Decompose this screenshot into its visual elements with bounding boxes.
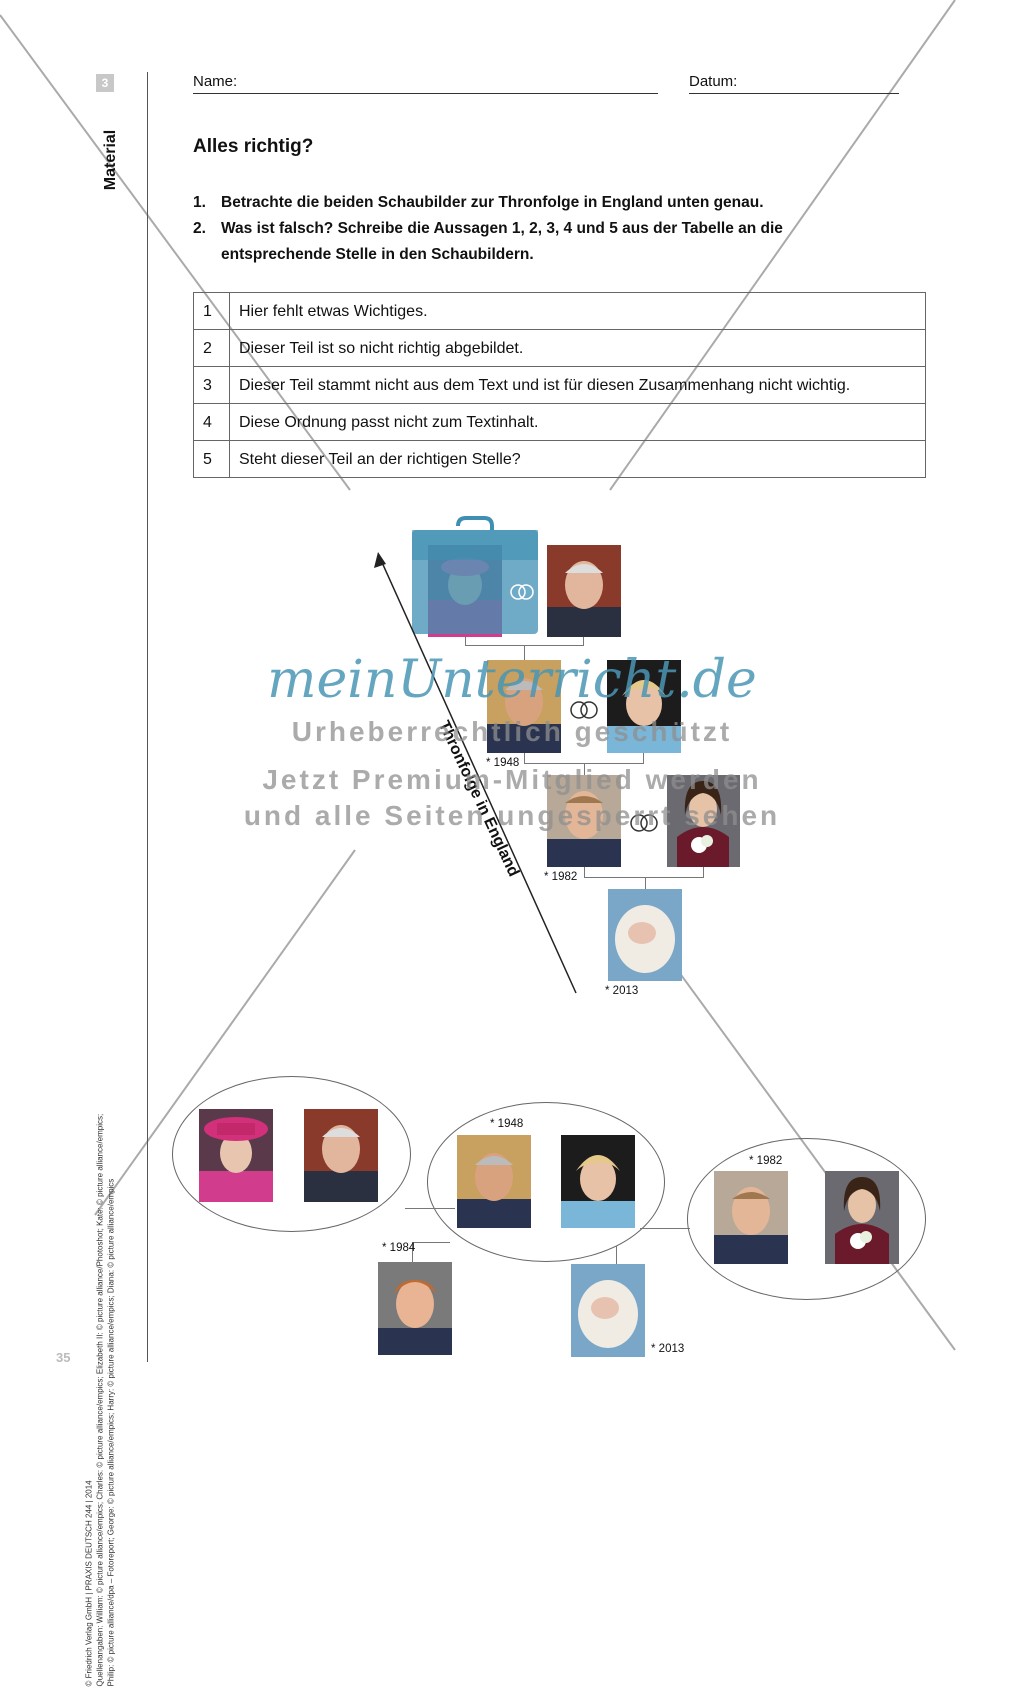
year-william: * 1982 — [544, 871, 578, 883]
photo-harry — [378, 1262, 452, 1355]
name-line[interactable] — [193, 93, 658, 94]
worksheet-title: Alles richtig? — [193, 136, 314, 157]
year-harry: * 1984 — [382, 1242, 416, 1254]
marriage-rings-icon — [630, 814, 658, 832]
photo-george — [571, 1264, 645, 1357]
photo-philip — [304, 1109, 378, 1202]
bag-icon — [412, 516, 538, 634]
photo-kate — [825, 1171, 899, 1264]
watermark-line-1: Urheberrechtlich geschützt — [291, 716, 733, 747]
photo-queen — [199, 1109, 273, 1202]
page-number: 35 — [56, 1350, 71, 1365]
page-marker: 3 — [96, 74, 114, 92]
photo-william — [547, 775, 621, 867]
year-george: * 2013 — [651, 1343, 685, 1355]
marriage-rings-icon — [570, 701, 598, 719]
photo-charles — [487, 660, 561, 753]
task-1: 1.Betrachte die beiden Schaubilder zur T… — [193, 194, 764, 211]
group-parents — [427, 1102, 665, 1262]
photo-george — [608, 889, 682, 981]
date-line[interactable] — [689, 93, 899, 94]
year-charles: * 1948 — [490, 1118, 524, 1130]
margin-rule — [147, 72, 148, 1362]
year-george: * 2013 — [605, 985, 639, 997]
date-label: Datum: — [689, 73, 738, 90]
task-2: 2.Was ist falsch? Schreibe die Aussagen … — [193, 220, 783, 263]
photo-philip — [547, 545, 621, 637]
watermark-line-2: Jetzt Premium-Mitglied werden — [262, 764, 762, 795]
watermark-line-3: und alle Seiten ungesperrt sehen — [243, 800, 781, 831]
photo-charles — [457, 1135, 531, 1228]
section-label: Material — [102, 129, 119, 191]
succession-arrow — [374, 552, 577, 994]
photo-diana — [607, 660, 681, 753]
watermark-logo: meinUnterricht.de — [267, 650, 757, 710]
photo-diana — [561, 1135, 635, 1228]
photo-william — [714, 1171, 788, 1264]
name-label: Name: — [193, 73, 238, 90]
group-grandparents — [172, 1076, 411, 1232]
photo-kate — [667, 775, 740, 867]
year-william: * 1982 — [749, 1155, 783, 1167]
group-william-kate — [687, 1138, 926, 1300]
year-charles: * 1948 — [486, 757, 520, 769]
